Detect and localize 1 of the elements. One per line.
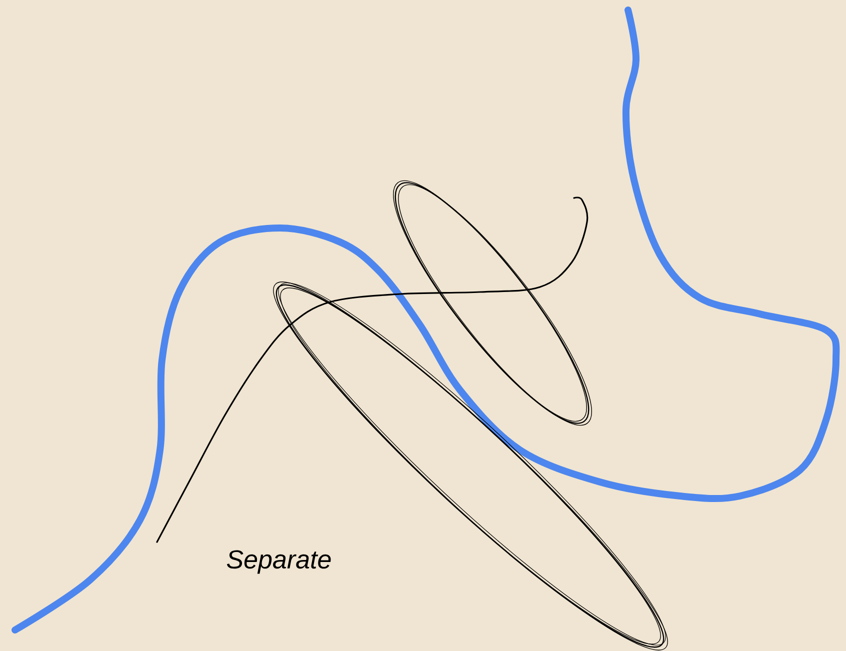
label-text: Separate xyxy=(226,550,331,574)
